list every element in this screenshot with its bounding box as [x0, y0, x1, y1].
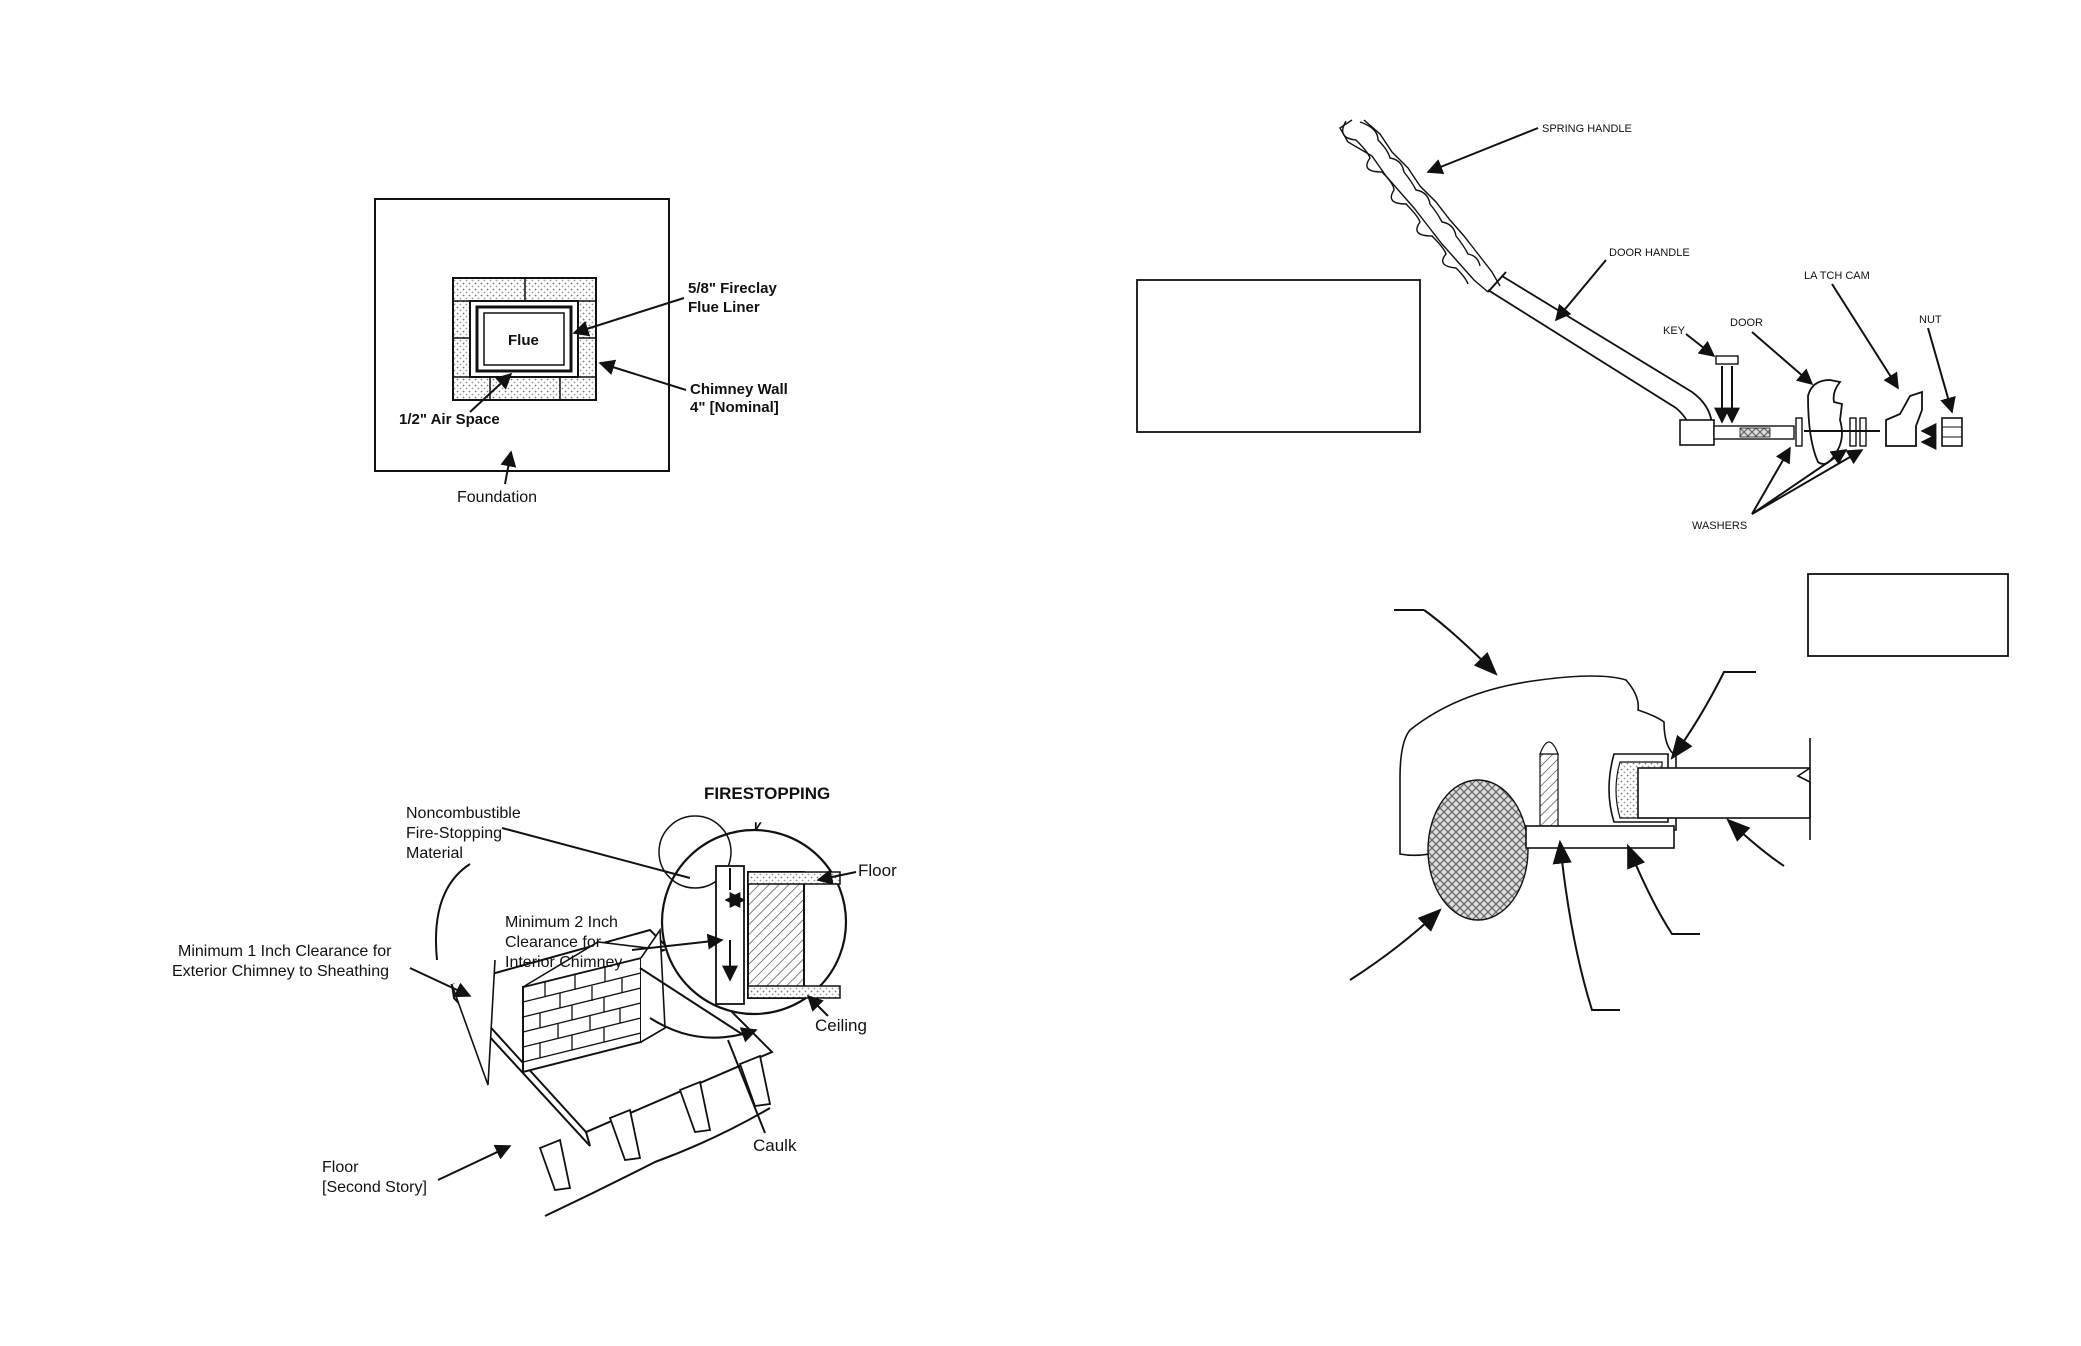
flue-label: Flue: [508, 332, 539, 349]
firestopping-diagram: FIRESTOPPING ꝩ: [172, 784, 897, 1217]
detail-return-arrow: [649, 1017, 758, 1043]
door-leader: [1751, 331, 1814, 386]
key-label: KEY: [1663, 325, 1686, 337]
washers-leader-2: [1751, 449, 1848, 515]
chimney-wall-label: Chimney Wall 4" [Nominal]: [690, 381, 792, 416]
min-2-inch-label: Minimum 2 Inch Clearance for Interior Ch…: [505, 914, 622, 971]
leader-bolt: [1552, 839, 1620, 1011]
door-gasket-section-diagram: [1349, 573, 2009, 1011]
chimney-plan-diagram: Flue 5/8" Fireclay Flue Liner Chimney Wa…: [374, 198, 792, 506]
rope-gasket: [1427, 779, 1529, 921]
door-label: DOOR: [1730, 317, 1763, 329]
key-leader: [1685, 333, 1716, 357]
chimney-bricks: [522, 967, 642, 1063]
noncombustible-curve: [435, 863, 471, 961]
glass-break: [1796, 738, 1811, 840]
empty-label-box-2: [1807, 573, 2009, 657]
empty-label-box-1: [1136, 279, 1421, 433]
min-2-inch-leader: [631, 933, 724, 951]
washers-leader-1: [1751, 446, 1791, 515]
firestopping-title: FIRESTOPPING: [704, 784, 830, 803]
shaft-thread: [1739, 427, 1771, 438]
floor-joists: [538, 1054, 772, 1217]
spring-handle-leader: [1426, 127, 1539, 175]
noncombustible-label: Noncombustible Fire-Stopping Material: [406, 805, 525, 862]
sheathing-left: [451, 959, 496, 1086]
noncombustible-leader: [501, 827, 691, 879]
chimney-block-top: [522, 941, 666, 988]
nut-label: NUT: [1919, 314, 1942, 326]
floor-label: Floor: [858, 861, 897, 880]
detail-bubble-ref: [658, 815, 732, 889]
fireclay-liner-leader: [572, 297, 685, 337]
washers-leader-3: [1751, 449, 1864, 515]
fireclay-liner-label: 5/8" Fireclay Flue Liner: [688, 280, 781, 316]
floor-leader: [816, 869, 857, 885]
sheathing-right: [640, 927, 666, 1043]
caulk-label: Caulk: [753, 1136, 797, 1155]
leader-glass: [1726, 818, 1785, 867]
nut-leader: [1927, 327, 1956, 414]
latch-cam-leader: [1831, 283, 1899, 390]
glass-pane: [1637, 767, 1811, 819]
bolt-shank: [1539, 753, 1559, 827]
flue-opening: [483, 312, 565, 366]
floor-second-leader: [437, 1144, 512, 1181]
door-handle-tube: [1487, 275, 1713, 441]
leader-door-top: [1423, 609, 1498, 676]
key-part: [1715, 355, 1739, 365]
nut-part: [1941, 417, 1963, 447]
caulk-leader: [727, 1039, 766, 1134]
floor-second-story-label: Floor [Second Story]: [322, 1159, 427, 1196]
washer-1: [1795, 417, 1803, 447]
min-1-inch-label: Minimum 1 Inch Clearance for Exterior Ch…: [172, 943, 396, 980]
door-handle-label: DOOR HANDLE: [1609, 247, 1690, 259]
latch-cam-part: [1885, 390, 1923, 447]
foundation-label: Foundation: [457, 489, 537, 506]
retainer-plate: [1525, 825, 1675, 849]
door-part: [1807, 379, 1843, 465]
ceiling-label: Ceiling: [815, 1016, 867, 1035]
washers-label: WASHERS: [1692, 520, 1747, 532]
spring-handle-coil: [1339, 119, 1501, 293]
nail-mark: ꝩ: [754, 817, 762, 834]
leader-plate: [1627, 843, 1700, 935]
min-1-inch-leader: [409, 967, 472, 998]
spring-handle-label: SPRING HANDLE: [1542, 123, 1632, 135]
latch-cam-label: LA TCH CAM: [1804, 270, 1870, 282]
door-handle-leader: [1554, 259, 1607, 322]
handle-stem: [1679, 419, 1715, 446]
leader-channel: [1670, 671, 1756, 760]
handle-spring-ring: [1487, 271, 1507, 293]
air-space-label: 1/2" Air Space: [399, 411, 500, 428]
foundation-leader: [500, 450, 517, 485]
foundation-outline: [374, 198, 670, 472]
air-space-leader: [469, 372, 513, 413]
bolt-head: [1539, 741, 1559, 755]
ceiling-leader: [806, 994, 829, 1017]
door-handle-diagram: SPRING HANDLE DOOR HANDLE LA TCH CAM KEY…: [1136, 119, 1963, 532]
min-2-inch-leader-2: [639, 967, 749, 1039]
leader-rope: [1349, 908, 1442, 981]
chimney-wall-leader: [598, 359, 687, 391]
